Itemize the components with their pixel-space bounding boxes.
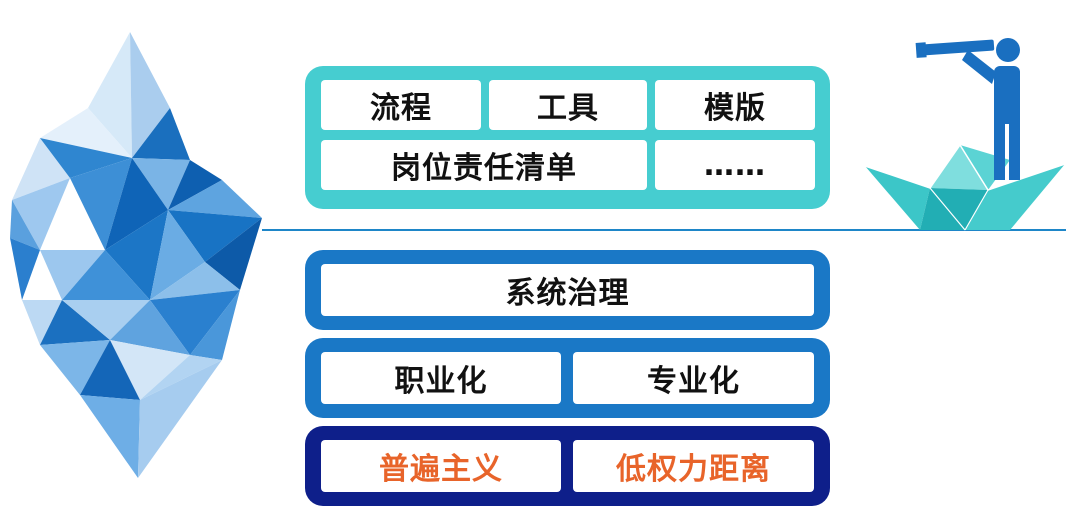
waterline (262, 229, 1066, 231)
specialization-cell: 专业化 (573, 352, 814, 404)
system-governance-cell: 系统治理 (321, 264, 814, 316)
vocationalization-cell: 职业化 (321, 352, 561, 404)
template-cell: 模版 (655, 80, 815, 130)
foundation-panel: 普遍主义 低权力距离 (305, 426, 830, 506)
more-cell: …… (655, 140, 815, 190)
universalism-cell: 普遍主义 (321, 440, 561, 492)
governance-panel: 系统治理 (305, 250, 830, 330)
process-cell: 流程 (321, 80, 481, 130)
job-responsibility-list-cell: 岗位责任清单 (321, 140, 647, 190)
visible-tools-panel: 流程 工具 模版 岗位责任清单 …… (305, 66, 830, 209)
professionalism-panel: 职业化 专业化 (305, 338, 830, 418)
low-power-distance-cell: 低权力距离 (573, 440, 814, 492)
tools-cell: 工具 (489, 80, 647, 130)
iceberg-icon (10, 32, 262, 478)
paper-boat-with-telescope-person-icon (864, 38, 1066, 231)
